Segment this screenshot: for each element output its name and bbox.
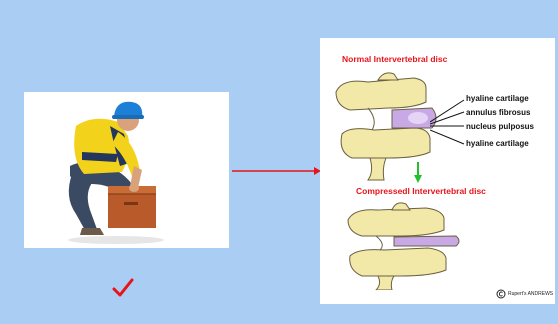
diagram-panel: Normal Intervertebral disc hyaline carti…	[320, 38, 555, 304]
label-annulus-fibrosus: annulus fibrosus	[466, 108, 530, 117]
photo-panel	[24, 92, 229, 248]
copyright-text: Rupert's ANDREWS	[508, 291, 553, 297]
label-pointers	[430, 94, 466, 154]
down-arrow-icon	[413, 162, 423, 184]
label-hyaline-cartilage-top: hyaline cartilage	[466, 94, 529, 103]
checkmark-icon	[112, 278, 134, 298]
worker-lifting-illustration	[24, 92, 229, 248]
normal-disc-title: Normal Intervertebral disc	[342, 54, 447, 64]
compressed-disc-title: Compressedl Intervertebral disc	[356, 186, 486, 196]
compressed-spine-illustration	[338, 200, 478, 290]
label-hyaline-cartilage-bottom: hyaline cartilage	[466, 139, 529, 148]
right-arrow-icon	[232, 166, 322, 176]
copyright-icon	[496, 289, 506, 299]
label-nucleus-pulposus: nucleus pulposus	[466, 122, 534, 131]
